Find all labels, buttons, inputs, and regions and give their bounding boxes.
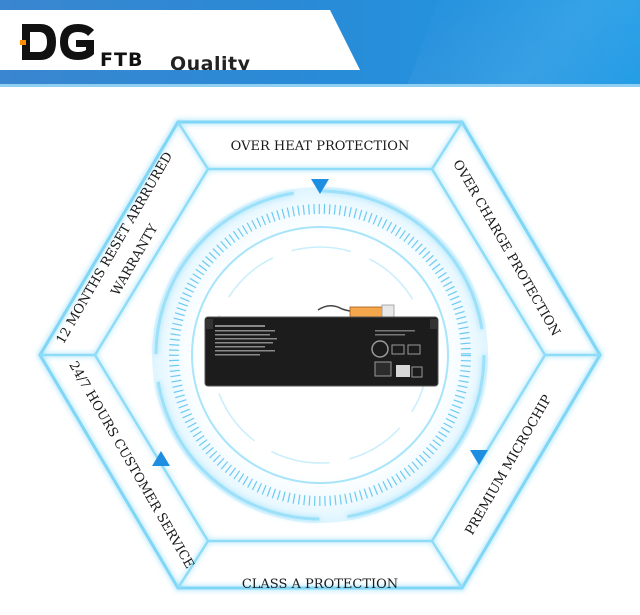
brand-logo-dg (20, 24, 94, 60)
outer-ring (154, 189, 486, 521)
feature-hexagon-figure: OVER HEAT PROTECTION CLASS A PROTECTION … (38, 120, 602, 592)
brand-logo-ftb: FTB (100, 49, 144, 71)
header-decoration (390, 0, 640, 84)
inner-ring (191, 226, 449, 484)
tick-ring (169, 204, 471, 506)
header-stripe (0, 84, 640, 87)
battery-image (204, 304, 439, 387)
arrow-top-icon (311, 179, 329, 194)
arrow-left-icon (152, 451, 170, 466)
tagline: Quality Assurance (170, 53, 251, 75)
arrow-right-icon (470, 450, 488, 465)
label-over-heat-protection: OVER HEAT PROTECTION (231, 139, 410, 154)
header-banner: FTB Quality Assurance (0, 0, 640, 84)
hexagon-spokes (40, 121, 600, 589)
label-class-a-protection: CLASS A PROTECTION (242, 577, 398, 592)
logo-panel: FTB Quality Assurance (0, 10, 360, 70)
